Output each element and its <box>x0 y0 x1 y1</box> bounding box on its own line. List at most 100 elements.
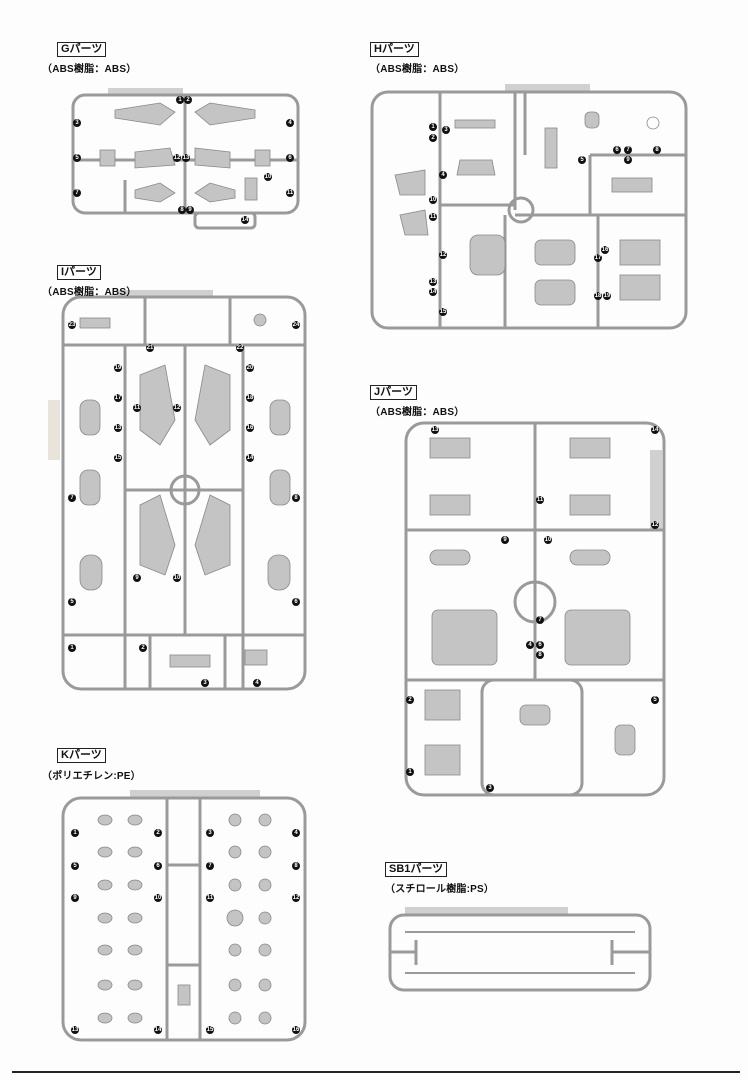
part-number-marker: 14 <box>154 1026 162 1034</box>
part-number-marker: 10 <box>429 196 437 204</box>
part-number-marker: 18 <box>246 394 254 402</box>
part-number-marker: 1 <box>68 644 76 652</box>
part-number-marker: 14 <box>241 216 249 224</box>
part-number-marker: 6 <box>154 862 162 870</box>
part-number-marker: 7 <box>536 616 544 624</box>
part-number-marker: 6 <box>286 154 294 162</box>
part-number-marker: 6 <box>536 641 544 649</box>
part-number-marker: 16 <box>246 424 254 432</box>
part-number-marker: 13 <box>182 154 190 162</box>
part-number-marker: 13 <box>431 426 439 434</box>
part-number-marker: 9 <box>133 574 141 582</box>
part-number-marker: 22 <box>236 344 244 352</box>
part-number-marker: 9 <box>186 206 194 214</box>
part-number-marker: 1 <box>406 768 414 776</box>
runner-i-material: （ABS樹脂：ABS） <box>42 287 137 298</box>
part-number-marker: 10 <box>173 574 181 582</box>
part-number-marker: 11 <box>429 213 437 221</box>
part-number-marker: 19 <box>114 364 122 372</box>
part-number-marker: 5 <box>651 696 659 704</box>
part-number-marker: 4 <box>292 829 300 837</box>
part-number-marker: 1 <box>71 829 79 837</box>
part-number-marker: 13 <box>71 1026 79 1034</box>
runner-h-material: （ABS樹脂：ABS） <box>370 64 465 75</box>
part-number-marker: 7 <box>624 146 632 154</box>
runner-sb1-frame <box>388 907 652 992</box>
part-number-marker: 17 <box>114 394 122 402</box>
part-number-marker: 23 <box>68 321 76 329</box>
runner-h-title: Hパーツ <box>370 42 419 57</box>
runner-j-title: Jパーツ <box>370 385 417 400</box>
part-number-marker: 3 <box>201 679 209 687</box>
part-number-marker: 11 <box>133 404 141 412</box>
part-number-marker: 20 <box>246 364 254 372</box>
part-number-marker: 12 <box>173 404 181 412</box>
part-number-marker: 10 <box>154 894 162 902</box>
part-number-marker: 12 <box>292 894 300 902</box>
part-number-marker: 2 <box>429 134 437 142</box>
part-number-marker: 2 <box>406 696 414 704</box>
part-number-marker: 8 <box>178 206 186 214</box>
part-number-marker: 4 <box>286 119 294 127</box>
runner-parts <box>79 102 661 1025</box>
part-number-marker: 8 <box>653 146 661 154</box>
part-number-marker: 12 <box>651 521 659 529</box>
part-number-marker: 5 <box>578 156 586 164</box>
part-number-marker: 10 <box>544 536 552 544</box>
part-number-marker: 11 <box>536 496 544 504</box>
part-number-marker: 19 <box>603 292 611 300</box>
runner-j-material: （ABS樹脂：ABS） <box>370 407 465 418</box>
part-number-marker: 9 <box>624 156 632 164</box>
runner-sb1-title: SB1パーツ <box>385 862 448 877</box>
part-number-marker: 16 <box>601 246 609 254</box>
part-number-marker: 4 <box>253 679 261 687</box>
runner-j-frame <box>404 421 666 797</box>
part-number-marker: 13 <box>114 424 122 432</box>
part-number-marker: 8 <box>292 494 300 502</box>
part-number-marker: 18 <box>594 292 602 300</box>
part-number-marker: 6 <box>292 598 300 606</box>
part-number-marker: 3 <box>442 126 450 134</box>
part-number-marker: 14 <box>651 426 659 434</box>
part-number-marker: 14 <box>246 454 254 462</box>
part-number-marker: 8 <box>292 862 300 870</box>
part-number-marker: 1 <box>429 123 437 131</box>
part-number-marker: 2 <box>184 96 192 104</box>
part-number-marker: 2 <box>154 829 162 837</box>
scan-edge-mark <box>48 400 60 460</box>
part-number-marker: 2 <box>139 644 147 652</box>
part-number-marker: 1 <box>176 96 184 104</box>
part-number-marker: 5 <box>68 598 76 606</box>
runner-g-material: （ABS樹脂：ABS） <box>42 64 137 75</box>
part-number-marker: 3 <box>73 119 81 127</box>
runner-k-frame <box>61 790 307 1042</box>
part-number-marker: 5 <box>71 862 79 870</box>
part-number-marker: 7 <box>206 862 214 870</box>
part-number-marker: 4 <box>439 171 447 179</box>
part-number-marker: 8 <box>536 651 544 659</box>
part-number-marker: 16 <box>292 1026 300 1034</box>
runner-i-title: Iパーツ <box>57 265 101 280</box>
part-number-marker: 9 <box>71 894 79 902</box>
part-number-marker: 17 <box>594 254 602 262</box>
part-number-marker: 10 <box>264 173 272 181</box>
runner-k-title: Kパーツ <box>57 748 106 763</box>
page-bottom-rule <box>12 1071 740 1073</box>
part-number-marker: 15 <box>206 1026 214 1034</box>
part-number-marker: 3 <box>206 829 214 837</box>
part-number-marker: 11 <box>286 189 294 197</box>
part-number-marker: 21 <box>146 344 154 352</box>
part-number-marker: 24 <box>292 321 300 329</box>
part-number-marker: 3 <box>486 784 494 792</box>
runner-i-frame <box>61 290 307 691</box>
part-number-marker: 6 <box>613 146 621 154</box>
part-number-marker: 5 <box>73 154 81 162</box>
part-number-marker: 12 <box>173 154 181 162</box>
part-number-marker: 15 <box>114 454 122 462</box>
runner-h-frame <box>370 84 688 330</box>
part-number-marker: 7 <box>73 189 81 197</box>
part-number-marker: 4 <box>526 641 534 649</box>
part-number-marker: 15 <box>439 308 447 316</box>
